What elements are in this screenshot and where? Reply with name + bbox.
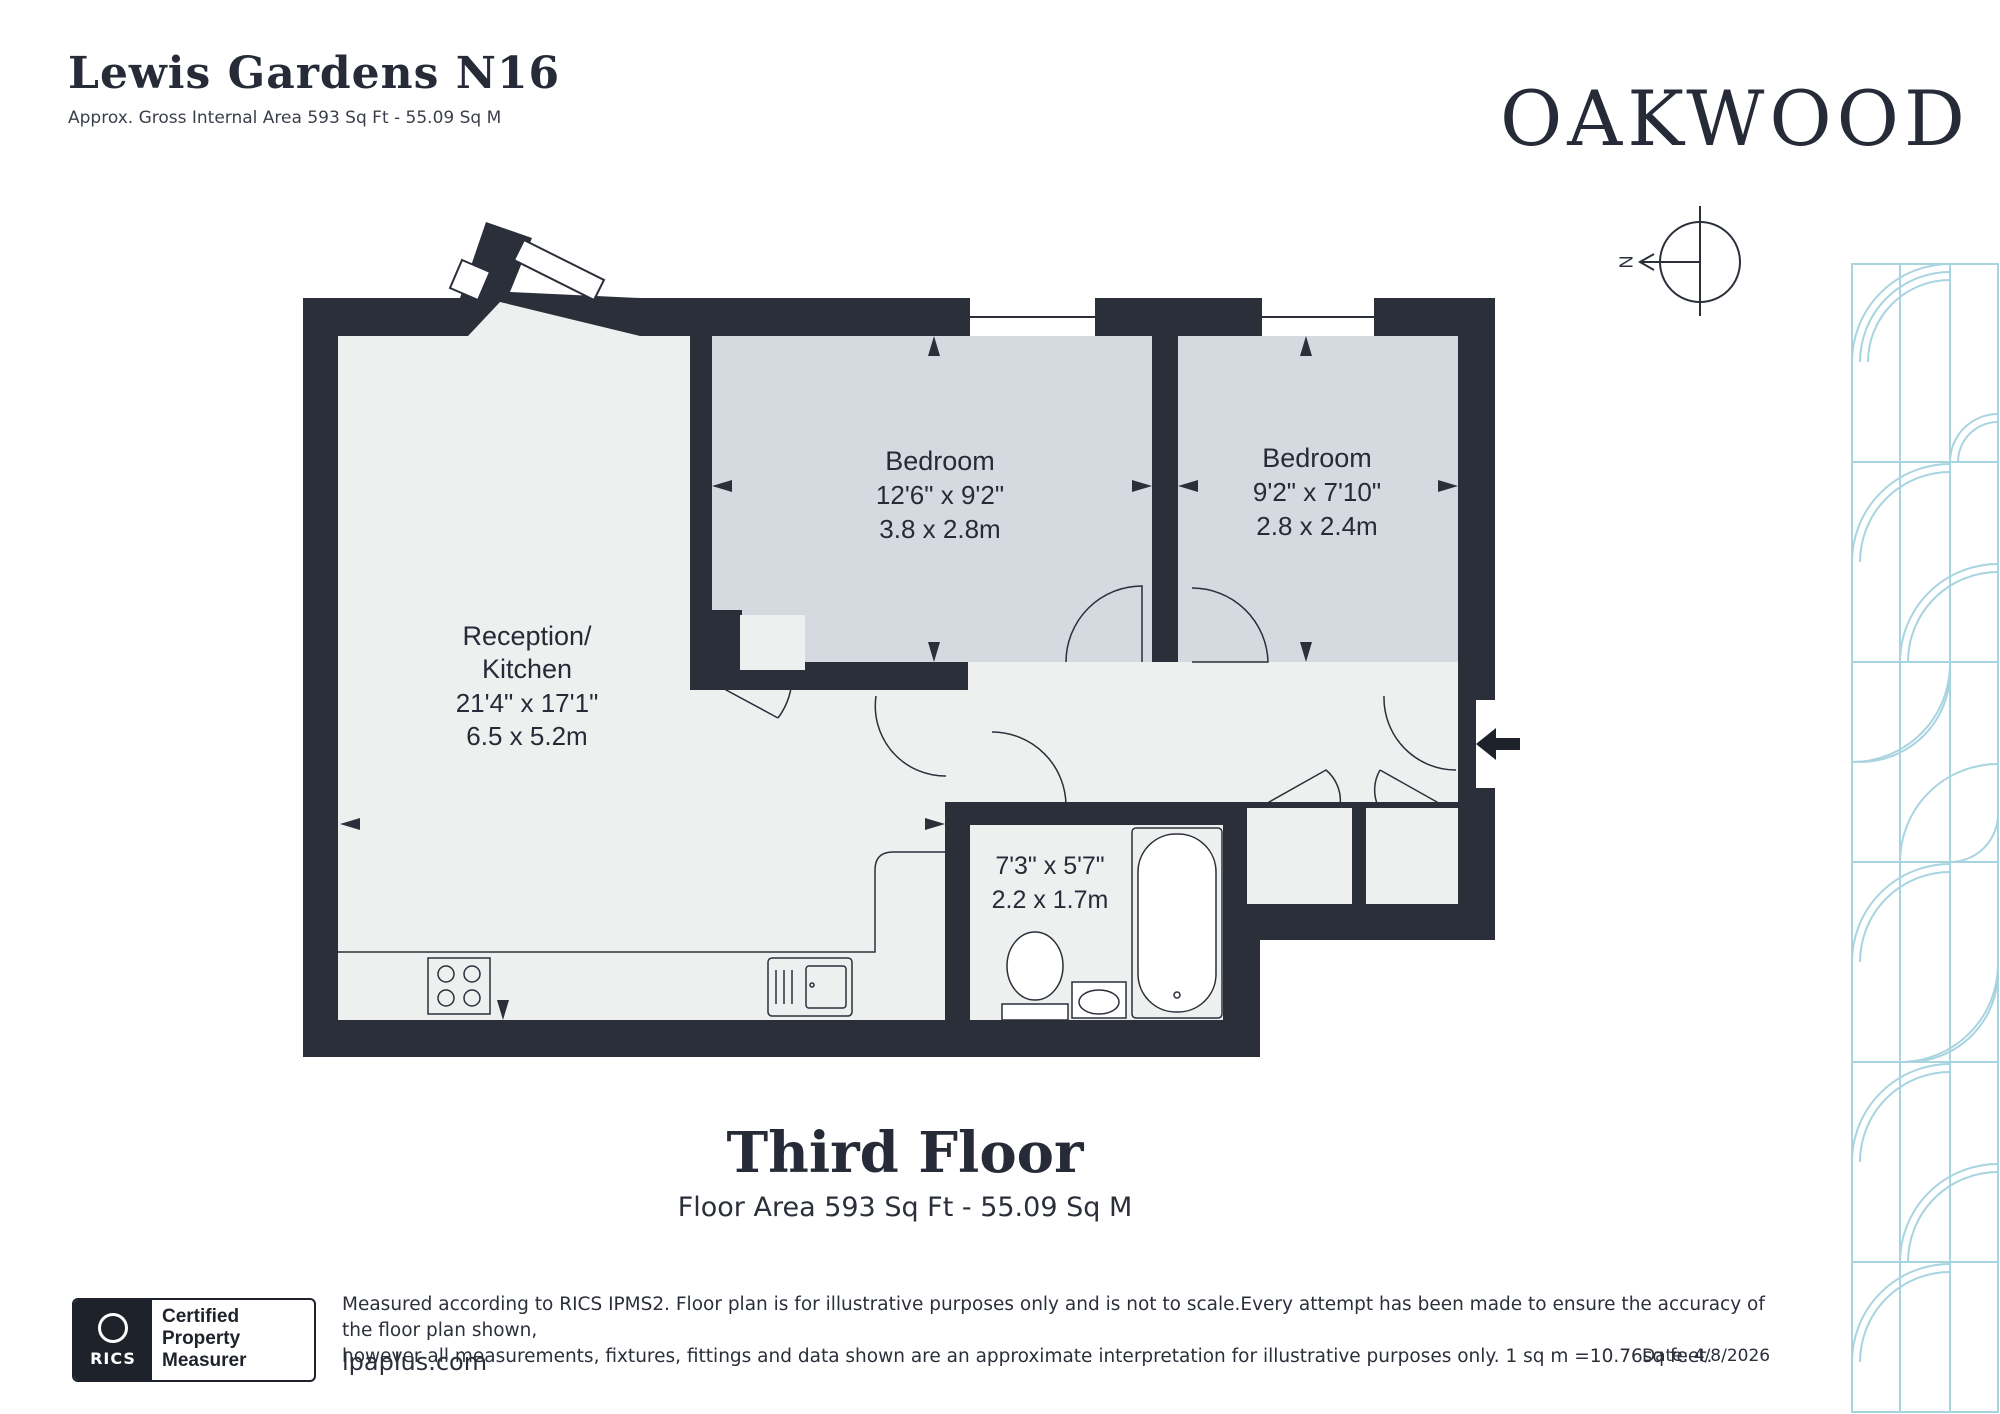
bedroom1-imperial: 12'6" x 9'2" <box>876 480 1004 510</box>
bedroom1-name: Bedroom <box>885 446 995 476</box>
room-labels: Reception/ Kitchen 21'4" x 17'1" 6.5 x 5… <box>456 443 1381 914</box>
entrance-arrow-icon <box>1476 728 1520 760</box>
brand-logo: OAKWOOD <box>1500 74 1970 163</box>
gross-area-subtitle: Approx. Gross Internal Area 593 Sq Ft - … <box>68 108 502 128</box>
badge-line2: Property <box>162 1328 241 1349</box>
plan-date: Date: 4/8/2026 <box>1642 1346 1771 1366</box>
door-swings <box>714 585 1457 807</box>
badge-line1: Certified <box>162 1306 240 1327</box>
hallway-floor <box>945 690 1458 802</box>
property-title: Lewis Gardens N16 <box>68 48 561 99</box>
rics-crest-icon <box>98 1312 128 1343</box>
bedroom2-metric: 2.8 x 2.4m <box>1256 511 1377 541</box>
disclaimer-line1: Measured according to RICS IPMS2. Floor … <box>342 1294 1765 1341</box>
kitchen-fixtures <box>338 851 945 1017</box>
rics-logo: RICS <box>74 1300 152 1380</box>
floor-area: Floor Area 593 Sq Ft - 55.09 Sq M <box>677 1192 1133 1223</box>
badge-line3: Measurer <box>162 1350 247 1371</box>
reception-kitchen-floor <box>338 302 970 1020</box>
compass-north-label: N <box>1615 256 1635 269</box>
compass-icon: N <box>1615 206 1741 316</box>
rics-badge-text: Certified Property Measurer <box>152 1300 257 1380</box>
bathroom-imperial: 7'3" x 5'7" <box>995 852 1104 880</box>
reception-metric: 6.5 x 5.2m <box>466 721 587 751</box>
bathroom-metric: 2.2 x 1.7m <box>992 886 1109 914</box>
decorative-pattern <box>1851 263 1999 1413</box>
walls <box>303 222 1496 1057</box>
reception-name-line2: Kitchen <box>482 654 572 684</box>
floor-title: Third Floor <box>726 1120 1084 1186</box>
reception-imperial: 21'4" x 17'1" <box>456 688 599 718</box>
bedroom1-floor <box>712 336 1152 662</box>
bedroom2-name: Bedroom <box>1262 443 1372 473</box>
rics-certified-badge: RICS Certified Property Measurer <box>72 1298 316 1382</box>
disclaimer-text: Measured according to RICS IPMS2. Floor … <box>342 1292 1792 1370</box>
sink-icon <box>767 957 853 1017</box>
website-link[interactable]: lpaplus.com <box>342 1348 488 1376</box>
reception-name-line1: Reception/ <box>462 621 592 651</box>
bedroom2-imperial: 9'2" x 7'10" <box>1253 477 1381 507</box>
dimension-arrows <box>340 336 1458 1020</box>
rics-wordmark: RICS <box>90 1348 136 1368</box>
bathroom-fixtures <box>1001 827 1223 1021</box>
cupboard-1 <box>1247 808 1352 904</box>
hob-icon <box>427 957 491 1015</box>
cupboard-2 <box>1366 808 1458 904</box>
bedroom1-metric: 3.8 x 2.8m <box>879 514 1000 544</box>
toilet-icon <box>1006 931 1064 1001</box>
disclaimer-line2: however all measurements, fixtures, fitt… <box>342 1346 1713 1367</box>
